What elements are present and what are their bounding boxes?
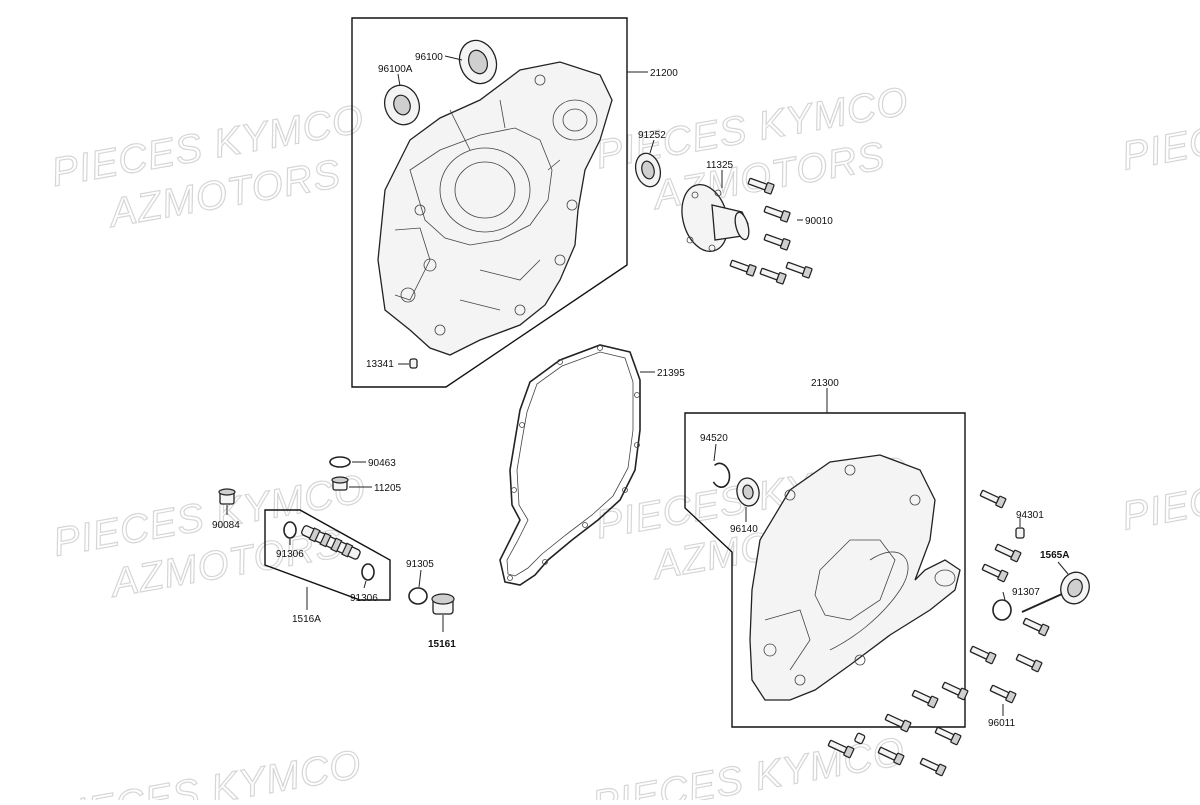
right-cover-part: [749, 454, 961, 701]
label-91306-b: 91306: [350, 593, 378, 604]
gasket-21395: [499, 344, 641, 586]
bearing-96100A: [383, 84, 421, 126]
seal-91252: [634, 152, 662, 188]
watermark-brand-3: PIECES KYMCO: [1119, 80, 1200, 178]
pin-13341: [409, 358, 418, 369]
label-21200: 21200: [650, 68, 678, 79]
label-1516A: 1516A: [292, 614, 321, 625]
hub-11325: [681, 184, 750, 252]
watermark-group: PIECES KYMCO AZMOTORS PIECES KYMCO AZMOT…: [45, 78, 1200, 805]
bearing-96140: [736, 477, 760, 507]
circlip-94520: [712, 462, 731, 488]
label-21300: 21300: [811, 378, 839, 389]
label-90084: 90084: [212, 520, 240, 531]
leader-94520: [713, 443, 717, 462]
oring-91306-b: [361, 563, 375, 581]
leader-91306-b: [363, 580, 367, 589]
label-11205: 11205: [374, 483, 402, 494]
label-90010: 90010: [805, 216, 833, 227]
leader-91305: [418, 569, 422, 588]
label-90463: 90463: [368, 458, 396, 469]
leader-96100A: [397, 73, 401, 87]
bolts-90010: [729, 177, 813, 285]
dipstick-1565A: [1021, 571, 1090, 613]
label-13341: 13341: [366, 359, 394, 370]
oring-91307: [992, 599, 1012, 621]
label-96140: 96140: [730, 524, 758, 535]
label-91306-a: 91306: [276, 549, 304, 560]
label-96100A: 96100A: [378, 64, 413, 75]
right-cover-frame: [684, 412, 966, 728]
dowel-94301: [1015, 527, 1025, 539]
leader-91252: [649, 139, 655, 154]
frame-1516A: [264, 509, 391, 601]
plug-90084: [218, 488, 236, 505]
label-21395: 21395: [657, 368, 685, 379]
label-1565A: 1565A: [1040, 550, 1069, 561]
cap-15161: [431, 593, 455, 615]
shaft-1516A: [301, 525, 361, 560]
oring-91305: [408, 587, 428, 605]
label-96011: 96011: [988, 718, 1016, 729]
left-crankcase-part: [377, 61, 613, 356]
leader-91307: [1002, 591, 1006, 601]
label-11325: 11325: [706, 160, 734, 171]
leader-96100: [444, 55, 463, 61]
watermark-brand-6: PIECES KYMCO: [1119, 440, 1200, 538]
watermark-brand-7: PIECES KYMCO: [46, 742, 365, 800]
bolts-96011: [827, 489, 1050, 777]
leader-1565A: [1057, 561, 1069, 575]
label-91305: 91305: [406, 559, 434, 570]
left-crankcase-frame: [351, 17, 628, 388]
label-94520: 94520: [700, 433, 728, 444]
label-91307: 91307: [1012, 587, 1040, 598]
plug-11205: [331, 476, 349, 491]
oring-90463: [329, 456, 351, 468]
bearing-96100: [458, 39, 498, 85]
label-96100: 96100: [415, 52, 443, 63]
label-15161: 15161: [428, 639, 456, 650]
label-91252: 91252: [638, 130, 666, 141]
oring-91306-a: [283, 521, 297, 539]
label-94301: 94301: [1016, 510, 1044, 521]
